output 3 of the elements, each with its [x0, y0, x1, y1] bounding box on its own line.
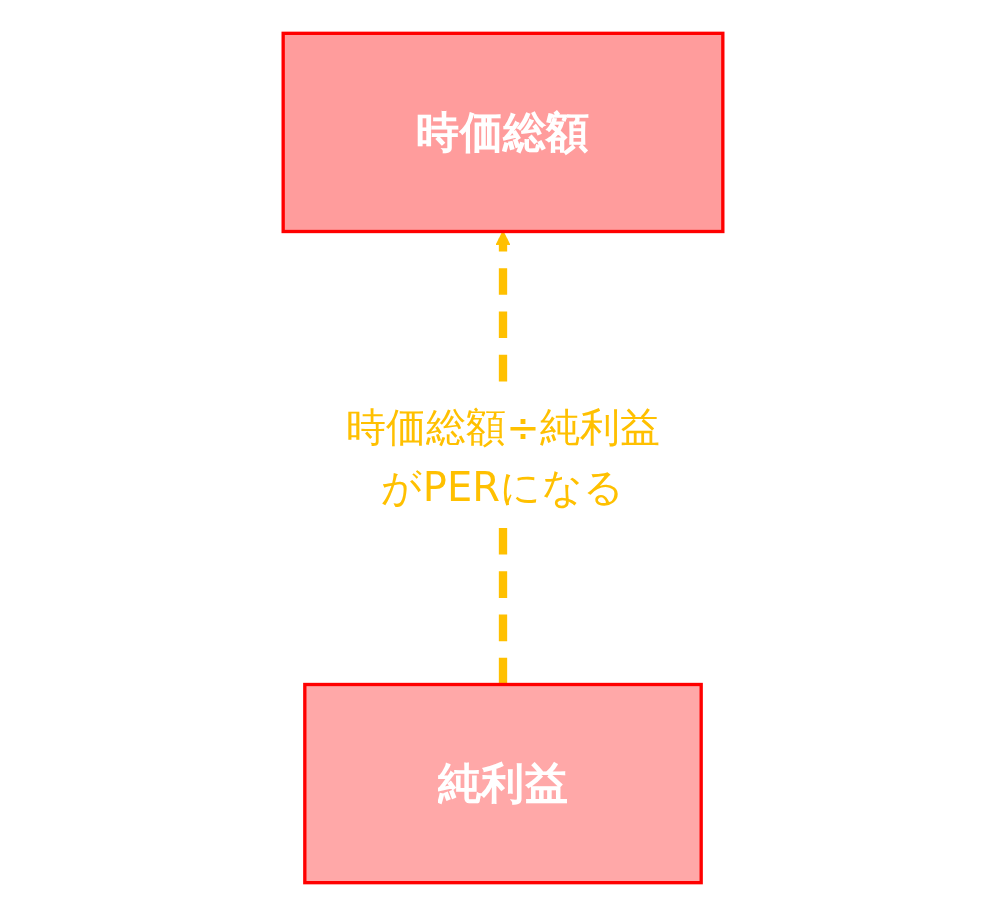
node-box: 時価総額	[281, 31, 725, 234]
node-box: 純利益	[303, 682, 703, 885]
edge-label: 時価総額÷純利益がPERになる	[346, 404, 660, 512]
